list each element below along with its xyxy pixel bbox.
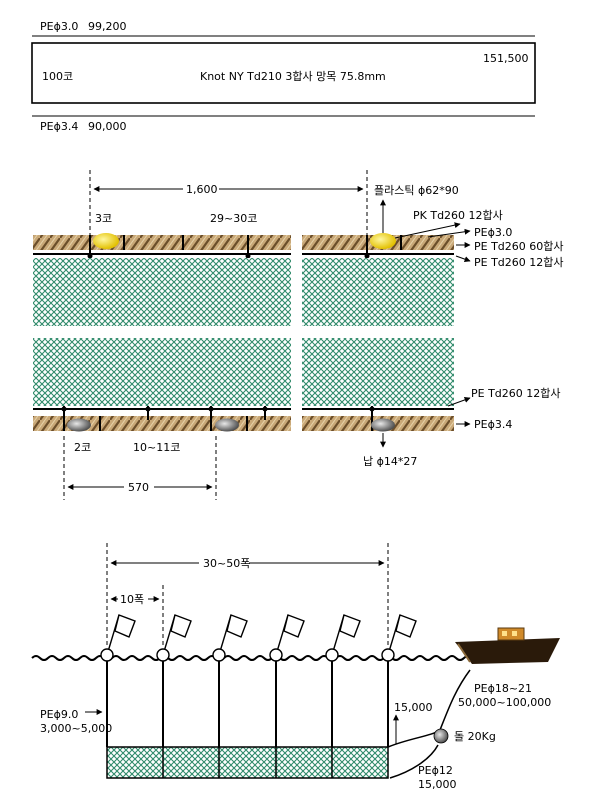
- buoy-flag: [156, 614, 192, 662]
- total-width: 30~50폭: [203, 557, 250, 570]
- net-panel: [33, 258, 291, 326]
- leader: [427, 228, 471, 238]
- set-net: [106, 746, 389, 779]
- rope-bottom-label: PEϕ3.4: [474, 418, 512, 431]
- net-panel: [302, 338, 454, 406]
- float-knot-range: 29~30코: [210, 212, 257, 225]
- net-dividers: [162, 747, 333, 778]
- main-line-length: 50,000~100,000: [458, 696, 551, 709]
- net-detail: 1,600 3코 29~30코: [33, 170, 564, 500]
- rope-top-label: PEϕ3.0: [474, 226, 512, 239]
- buoy-flag: [100, 614, 136, 662]
- float-rope-left: [33, 235, 291, 250]
- unit-width: 10폭: [120, 593, 144, 606]
- sinker-icon: [67, 418, 91, 432]
- top-rope-spec: PEϕ3.0: [40, 20, 78, 33]
- buoy-line-length: 3,000~5,000: [40, 722, 112, 735]
- bottom-rope-length: 90,000: [88, 120, 127, 133]
- leader: [447, 397, 471, 407]
- bottom-line: [389, 744, 439, 779]
- sinker-knot-range: 10~11코: [133, 441, 180, 454]
- sinker-icon: [371, 418, 395, 432]
- label-bg: [199, 556, 249, 570]
- float-label: 플라스틱 ϕ62*90: [374, 184, 459, 197]
- sinker-knots: 2코: [74, 441, 91, 454]
- leader: [394, 222, 461, 239]
- buoy-flag: [269, 614, 305, 662]
- main-line: [439, 669, 471, 731]
- bottom-line-spec: PEϕ12: [418, 764, 453, 777]
- net-panel: [302, 258, 454, 326]
- float-line-label: PK Td260 12합사: [413, 209, 503, 222]
- label-bg: [183, 182, 219, 196]
- net-panel: [33, 338, 291, 406]
- net-spec: Knot NY Td210 3합사 망목 75.8mm: [200, 70, 386, 83]
- buoy-line-spec: PEϕ9.0: [40, 708, 78, 721]
- sinker-label: 납 ϕ14*27: [363, 455, 417, 468]
- buoy-flag: [325, 614, 361, 662]
- buoy-flag: [381, 614, 417, 662]
- spec-section: PEϕ3.0 99,200 151,500 100코 Knot NY Td210…: [31, 20, 536, 133]
- float-icon: [93, 233, 119, 249]
- buoy-lines: [106, 661, 389, 747]
- leader: [455, 255, 471, 263]
- deployment-diagram: 30~50폭 10폭 PEϕ9.0 3,000~5,000: [31, 543, 560, 791]
- sinker-spacing: 570: [128, 481, 149, 494]
- label-bg: [118, 592, 148, 606]
- bottom-selvage-label: PE Td260 12합사: [471, 387, 561, 400]
- boat-icon: [455, 627, 560, 664]
- float-spacing: 1,600: [186, 183, 218, 196]
- main-line-spec: PEϕ18~21: [474, 682, 532, 695]
- anchor-line-length: 15,000: [394, 701, 433, 714]
- float-icon: [370, 233, 396, 249]
- stone-icon: [433, 728, 449, 744]
- selvage-label: PE Td260 12합사: [474, 256, 564, 269]
- edge-twine-label: PE Td260 60합사: [474, 240, 564, 253]
- bottom-line-length: 15,000: [418, 778, 457, 791]
- buoy-flags: [100, 614, 417, 662]
- stone-label: 돌 20Kg: [454, 730, 496, 743]
- sinker-icon: [215, 418, 239, 432]
- net-count: 100코: [42, 70, 73, 83]
- bottom-rope-spec: PEϕ3.4: [40, 120, 78, 133]
- top-rope-length: 99,200: [88, 20, 127, 33]
- label-bg: [124, 480, 154, 494]
- float-knots: 3코: [95, 212, 112, 225]
- net-box: [31, 42, 536, 104]
- net-length: 151,500: [483, 52, 529, 65]
- buoy-flag: [212, 614, 248, 662]
